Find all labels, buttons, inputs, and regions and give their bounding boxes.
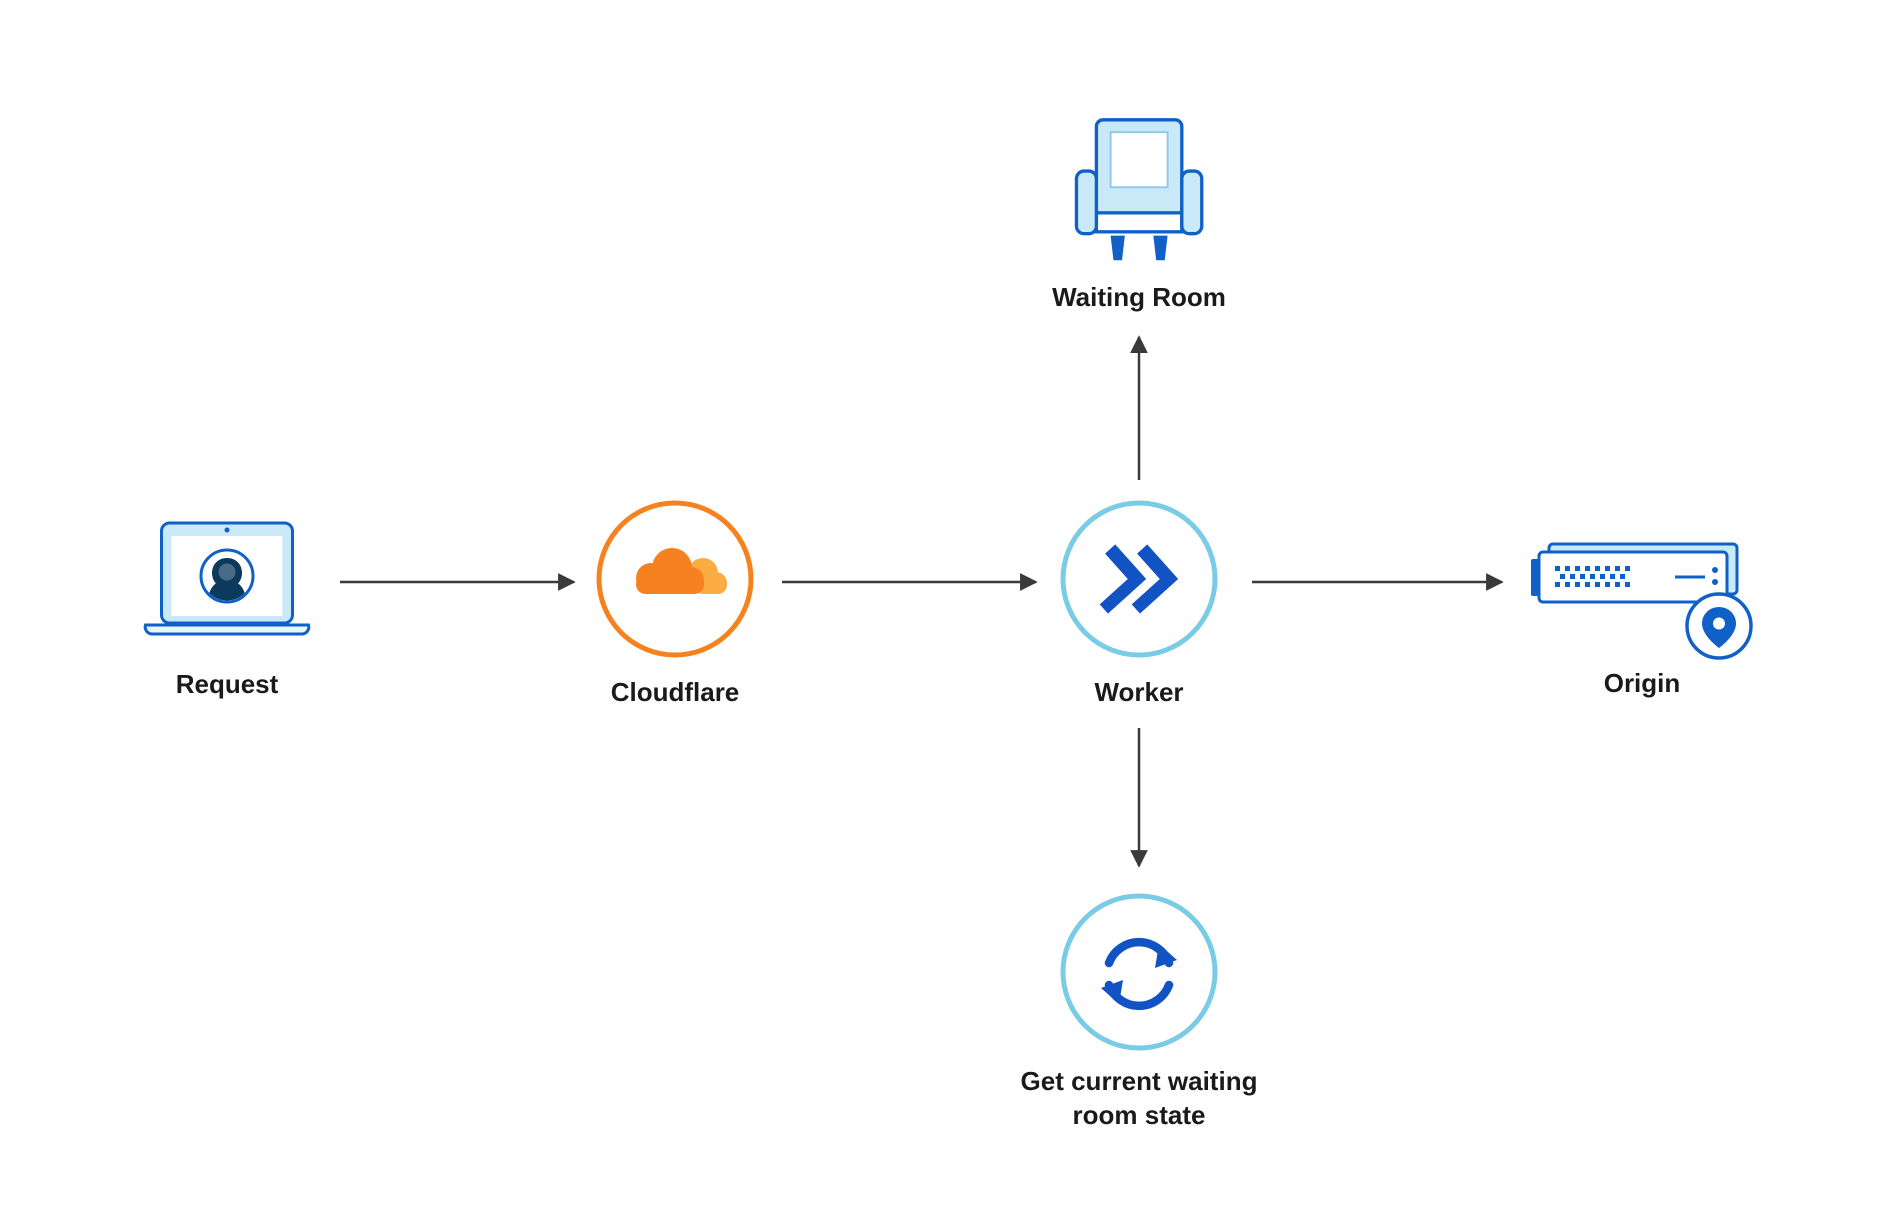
armchair-icon <box>1064 116 1214 266</box>
waiting-room-state-label: Get current waiting room state <box>1020 1066 1258 1130</box>
cloudflare-logo-icon <box>595 499 755 659</box>
server-location-icon <box>1527 538 1757 662</box>
worker-label: Worker <box>1094 677 1184 707</box>
node-waiting-room: Waiting Room <box>1052 116 1226 314</box>
sync-arrows-icon <box>1059 892 1219 1052</box>
node-origin: Origin <box>1527 538 1757 700</box>
node-request: Request <box>135 520 320 701</box>
node-cloudflare: Cloudflare <box>595 499 755 709</box>
node-waiting-room-state: Get current waiting room state <box>999 892 1279 1132</box>
laptop-user-icon <box>135 520 320 645</box>
cloudflare-label: Cloudflare <box>610 677 740 707</box>
node-worker: Worker <box>1059 499 1219 709</box>
worker-chevrons-icon <box>1059 499 1219 659</box>
request-label: Request <box>175 669 279 699</box>
waiting-room-label: Waiting Room <box>1052 282 1226 312</box>
origin-label: Origin <box>1603 668 1681 698</box>
